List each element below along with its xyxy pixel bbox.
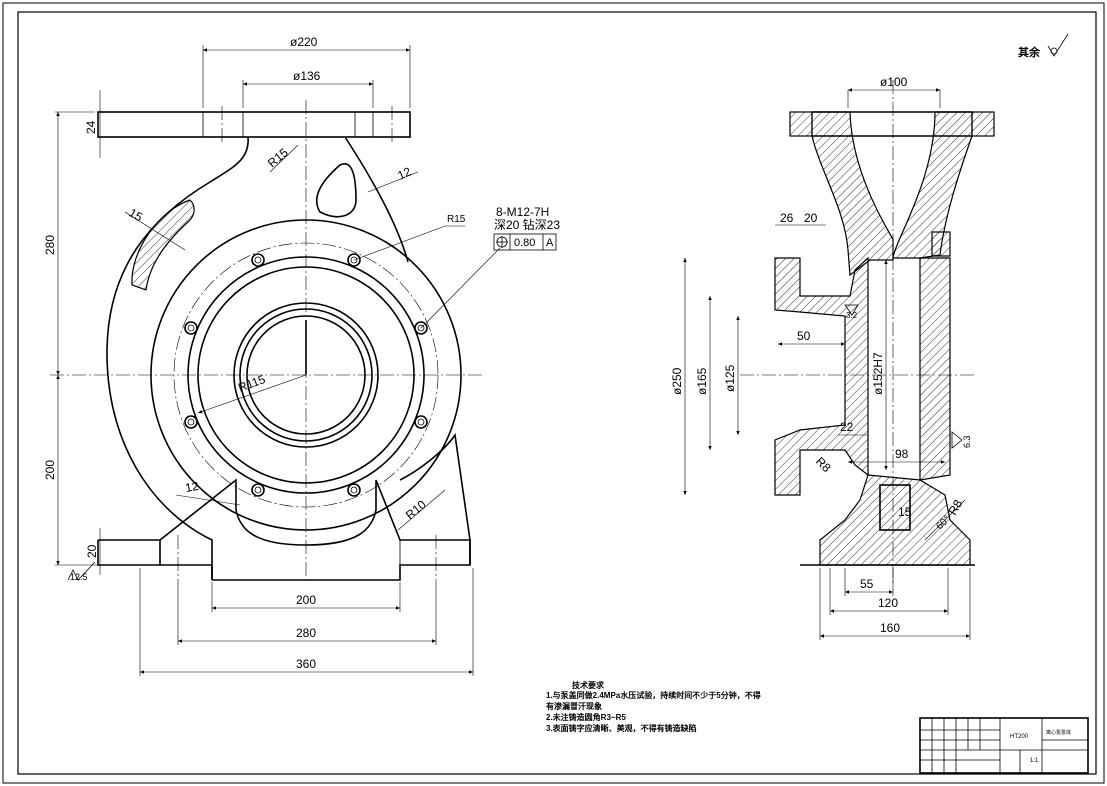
dim-d100: ø100 <box>880 75 908 89</box>
callout-thread: 8-M12-7H <box>496 205 549 219</box>
dim-w22: 22 <box>840 420 854 434</box>
roughness-check-icon <box>1047 33 1069 57</box>
discharge-neck-wall <box>811 111 894 277</box>
roughness-3-2: 3.2 <box>846 311 858 320</box>
dim-d125: ø125 <box>723 364 737 392</box>
side-section-view: ø100 26 20 ø250 ø165 ø125 50 3.2 ø152H7 … <box>670 75 995 640</box>
bolt-circle-outer <box>150 219 462 531</box>
dim-d136: ø136 <box>293 69 321 83</box>
volute-passage <box>131 199 195 291</box>
inner-border <box>17 11 1097 775</box>
tolerance-datum: A <box>546 237 554 249</box>
dim-r15-top: R15 <box>265 145 291 170</box>
dim-t26: 26 <box>780 211 794 225</box>
front-view: ø220 ø136 24 280 200 20 12.5 R15 15 12 R… <box>43 35 560 676</box>
dim-w120: 120 <box>878 596 898 610</box>
dim-d152: ø152H7 <box>871 352 885 395</box>
roughness-6-3: 6.3 <box>962 435 972 448</box>
flange-body <box>187 256 425 494</box>
dim-w160: 160 <box>880 621 900 635</box>
thread-callout: 8-M12-7H 深20 钻深23 0.80 A R15 <box>353 205 560 329</box>
dim-t15-side: 15 <box>898 505 912 519</box>
roughness-symbol <box>67 561 96 581</box>
dim-t12-rib: 12 <box>395 164 413 182</box>
dim-w55: 55 <box>860 577 874 591</box>
roughness-value: 12.5 <box>70 572 88 582</box>
requirement-line-3: 2.未注铸造圆角R3~R5 <box>546 712 626 722</box>
dim-d250: ø250 <box>670 367 684 395</box>
dim-t20: 20 <box>804 211 818 225</box>
dim-r10: R10 <box>403 497 429 522</box>
dim-t24: 24 <box>84 120 98 134</box>
title-block: HT200 1:1 离心泵泵体 <box>919 717 1089 774</box>
tolerance-frame <box>493 233 557 251</box>
requirement-line-1: 1.与泵盖同做2.4MPa水压试验，持续时间不少于5分钟，不得 <box>546 690 761 700</box>
requirement-line-2: 有渗漏冒汗现象 <box>546 701 602 711</box>
dim-w280: 280 <box>296 626 316 640</box>
general-roughness-label: 其余 <box>1018 45 1041 59</box>
dim-t12-low: 12 <box>184 479 200 495</box>
title-material: HT200 <box>1010 734 1029 740</box>
dim-w50: 50 <box>797 329 811 343</box>
rib-window <box>316 163 357 218</box>
title-scale: 1:1 <box>1030 758 1039 764</box>
general-roughness-note: 其余 <box>1018 33 1069 59</box>
volute-outline <box>106 136 249 580</box>
dim-r15-hole: R15 <box>447 214 466 225</box>
dim-r8-left: R8 <box>813 454 834 475</box>
title-name: 离心泵泵体 <box>1046 729 1071 736</box>
tolerance-value: 0.80 <box>514 237 535 249</box>
dim-w98: 98 <box>895 447 909 461</box>
dim-h20: 20 <box>85 544 99 558</box>
dim-r8-right: R8 <box>945 497 965 518</box>
dim-d165: ø165 <box>695 367 709 395</box>
dim-w360: 360 <box>296 657 316 671</box>
dim-h200: 200 <box>43 460 57 480</box>
dim-d220: ø220 <box>290 35 318 49</box>
dim-w200: 200 <box>296 593 316 607</box>
dim-h280: 280 <box>43 235 57 255</box>
callout-depth: 深20 钻深23 <box>494 217 560 232</box>
top-flange <box>97 111 411 138</box>
requirement-line-4: 3.表面铸字应清晰、美观，不得有铸造缺陷 <box>546 723 697 733</box>
dim-r115: R115 <box>236 372 267 395</box>
technical-requirements: 技术要求 1.与泵盖同做2.4MPa水压试验，持续时间不少于5分钟，不得 有渗漏… <box>546 680 761 733</box>
requirements-title: 技术要求 <box>572 680 605 690</box>
casing-section <box>774 256 869 496</box>
dim-t15: 15 <box>127 205 146 224</box>
bolt-holes <box>184 253 428 497</box>
base-foot <box>97 539 213 580</box>
